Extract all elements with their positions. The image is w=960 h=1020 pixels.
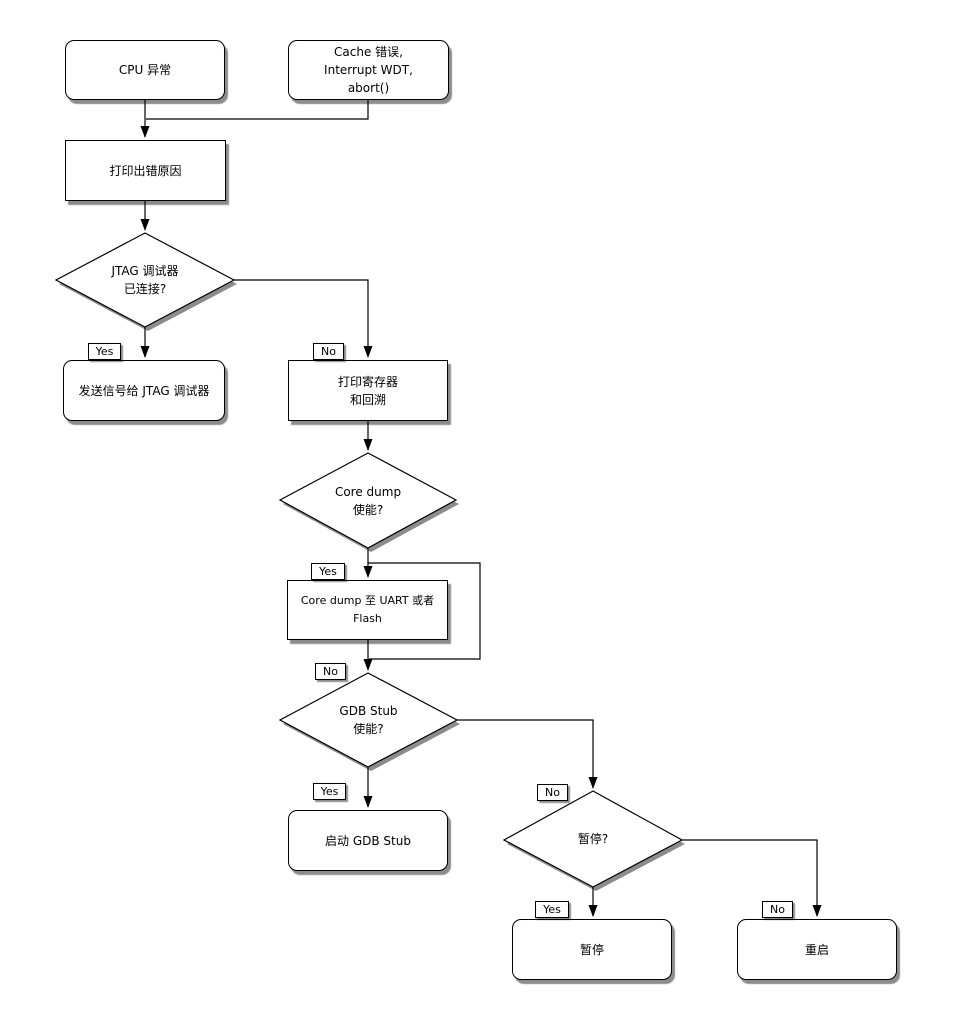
node-coredump-target: Core dump 至 UART 或者 Flash (287, 580, 448, 640)
node-print-error-reason: 打印出错原因 (65, 140, 226, 201)
decision-coredump-enabled (278, 452, 458, 549)
node-halt: 暂停 (512, 919, 672, 980)
node-start-gdbstub: 启动 GDB Stub (288, 810, 448, 871)
edge-label-yes-halt: Yes (535, 901, 569, 918)
edge-jtag-no (234, 279, 373, 358)
edge-label-yes-gdbstub: Yes (313, 783, 346, 800)
diamond-shapes (54, 232, 684, 888)
edge-label-yes-jtag: Yes (88, 343, 121, 360)
edge-label-yes-coredump: Yes (311, 563, 345, 580)
node-cpu-exception: CPU 异常 (65, 40, 225, 100)
node-reboot: 重启 (737, 919, 897, 980)
node-send-signal-jtag: 发送信号给 JTAG 调试器 (63, 360, 225, 421)
decision-jtag-connected (54, 232, 236, 328)
decision-halt (502, 790, 684, 888)
edge-label-no-gdbstub: No (537, 784, 568, 801)
edge-halt-no (682, 839, 822, 917)
decision-gdbstub-enabled (278, 672, 459, 768)
node-cache-error: Cache 错误, Interrupt WDT, abort() (288, 40, 449, 100)
edge-label-no-halt: No (762, 901, 793, 918)
edge-coredump-no-bypass (368, 562, 481, 660)
edge-label-no-coredump: No (315, 663, 346, 680)
edge-label-no-jtag: No (313, 343, 344, 360)
edge-cache-merge (146, 100, 369, 120)
node-print-registers: 打印寄存器 和回溯 (288, 360, 448, 421)
edge-gdb-no (457, 719, 598, 789)
edge-lines (140, 100, 822, 917)
